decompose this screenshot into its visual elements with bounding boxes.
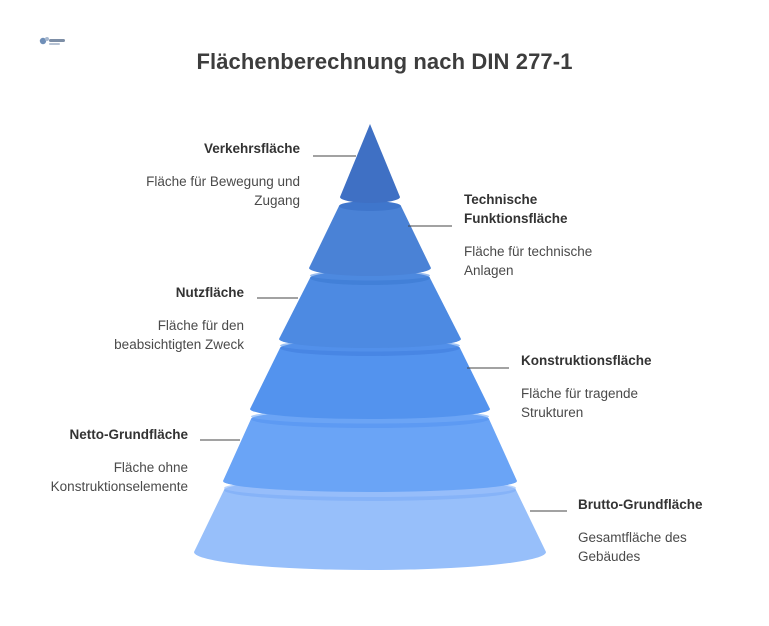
tier-description: Fläche ohne Konstruktionselemente bbox=[50, 460, 188, 494]
tier-name: Nutzfläche bbox=[175, 285, 244, 300]
label-technische-funktionsflaeche: Technische Funktionsfläche Fläche für te… bbox=[464, 190, 614, 280]
label-brutto-grundflaeche: Brutto-Grundfläche Gesamtfläche des Gebä… bbox=[578, 495, 748, 566]
tier-name: Brutto-Grundfläche bbox=[578, 497, 703, 512]
connector-lines bbox=[200, 155, 567, 512]
tier-description: Fläche für technische Anlagen bbox=[464, 244, 593, 278]
tier-description: Fläche für Bewegung und Zugang bbox=[146, 174, 300, 208]
tier-name: Netto-Grundfläche bbox=[69, 427, 188, 442]
tier-description: Gesamtfläche des Gebäudes bbox=[578, 530, 687, 564]
tier-name: Verkehrsfläche bbox=[203, 141, 300, 156]
label-nutzflaeche: Nutzfläche Fläche für den beabsichtigten… bbox=[60, 283, 244, 354]
label-verkehrsflaeche: Verkehrsfläche Fläche für Bewegung und Z… bbox=[100, 139, 300, 210]
tier-nutzflaeche bbox=[279, 270, 461, 348]
label-netto-grundflaeche: Netto-Grundfläche Fläche ohne Konstrukti… bbox=[10, 425, 188, 496]
tier-description: Fläche für den beabsichtigten Zweck bbox=[114, 318, 244, 352]
tier-netto-grundflaeche bbox=[223, 409, 517, 492]
napkin-logo bbox=[39, 37, 65, 45]
tier-name: Konstruktionsfläche bbox=[521, 353, 652, 368]
tier-verkehrsflaeche bbox=[340, 124, 400, 203]
tier-description: Fläche für tragende Strukturen bbox=[521, 386, 639, 420]
tier-technische-funktionsflaeche bbox=[309, 201, 431, 276]
tier-konstruktionsflaeche bbox=[250, 339, 490, 419]
label-konstruktionsflaeche: Konstruktionsfläche Fläche für tragende … bbox=[521, 351, 671, 422]
tier-name: Technische Funktionsfläche bbox=[464, 192, 568, 226]
tier-brutto-grundflaeche bbox=[194, 479, 546, 570]
diagram-title: Flächenberechnung nach DIN 277-1 bbox=[196, 49, 573, 74]
